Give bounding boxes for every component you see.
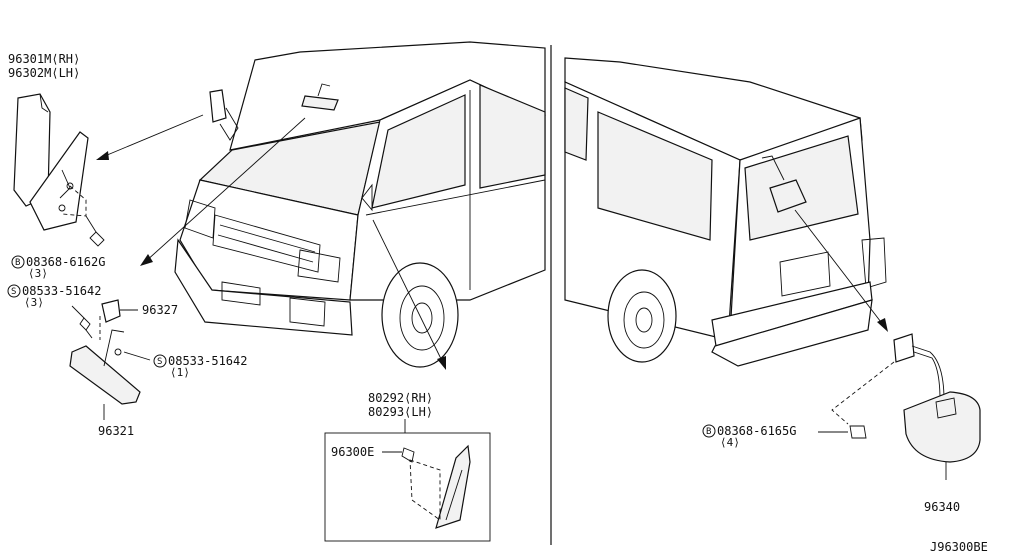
bracket-part xyxy=(71,299,138,340)
svg-text:B: B xyxy=(15,258,20,268)
bolt-top-code-label: 08368-6162G xyxy=(26,255,105,269)
clip-label: 96300E xyxy=(331,445,374,459)
svg-text:B: B xyxy=(706,427,711,437)
rear-mirror-part xyxy=(831,333,981,480)
leader-arrows-left xyxy=(96,114,446,370)
inside-mirror-label: 96321 xyxy=(98,424,134,438)
garnish-detail-box xyxy=(324,432,491,542)
bolt-rear-code-label: 08368-6165G xyxy=(717,424,796,438)
screw-b-qty-label: ⟨1⟩ xyxy=(170,366,190,379)
bolt-symbol-top: B xyxy=(11,255,25,269)
garnish-rh-label: 80292⟨RH⟩ xyxy=(368,391,433,405)
diagram-code-label: J96300BE xyxy=(930,540,988,554)
svg-text:S: S xyxy=(11,287,16,297)
screw-b-code-label: 08533-51642 xyxy=(168,354,247,368)
bracket-label: 96327 xyxy=(142,303,178,317)
screw-a-qty-label: ⟨3⟩ xyxy=(24,296,44,309)
screw-a-code-label: 08533-51642 xyxy=(22,284,101,298)
van-front-illustration xyxy=(174,41,546,368)
bolt-symbol-rear: B xyxy=(702,424,716,438)
inside-mirror-part xyxy=(69,329,151,420)
garnish-lh-label: 80293⟨LH⟩ xyxy=(368,405,433,419)
van-rear-illustration xyxy=(564,57,887,367)
bolt-top-qty-label: ⟨3⟩ xyxy=(28,267,48,280)
screw-symbol-b: S xyxy=(153,354,167,368)
svg-text:S: S xyxy=(157,357,162,367)
garnish-part xyxy=(401,444,471,529)
leader-arrows-right xyxy=(794,209,888,332)
bolt-rear-qty-label: ⟨4⟩ xyxy=(720,436,740,449)
screw-symbol-a: S xyxy=(7,284,21,298)
door-mirror-rh-label: 96301M⟨RH⟩ xyxy=(8,52,80,66)
rear-mirror-label: 96340 xyxy=(924,500,960,514)
door-mirror-lh-label: 96302M⟨LH⟩ xyxy=(8,66,80,80)
door-mirror-part xyxy=(13,93,105,247)
